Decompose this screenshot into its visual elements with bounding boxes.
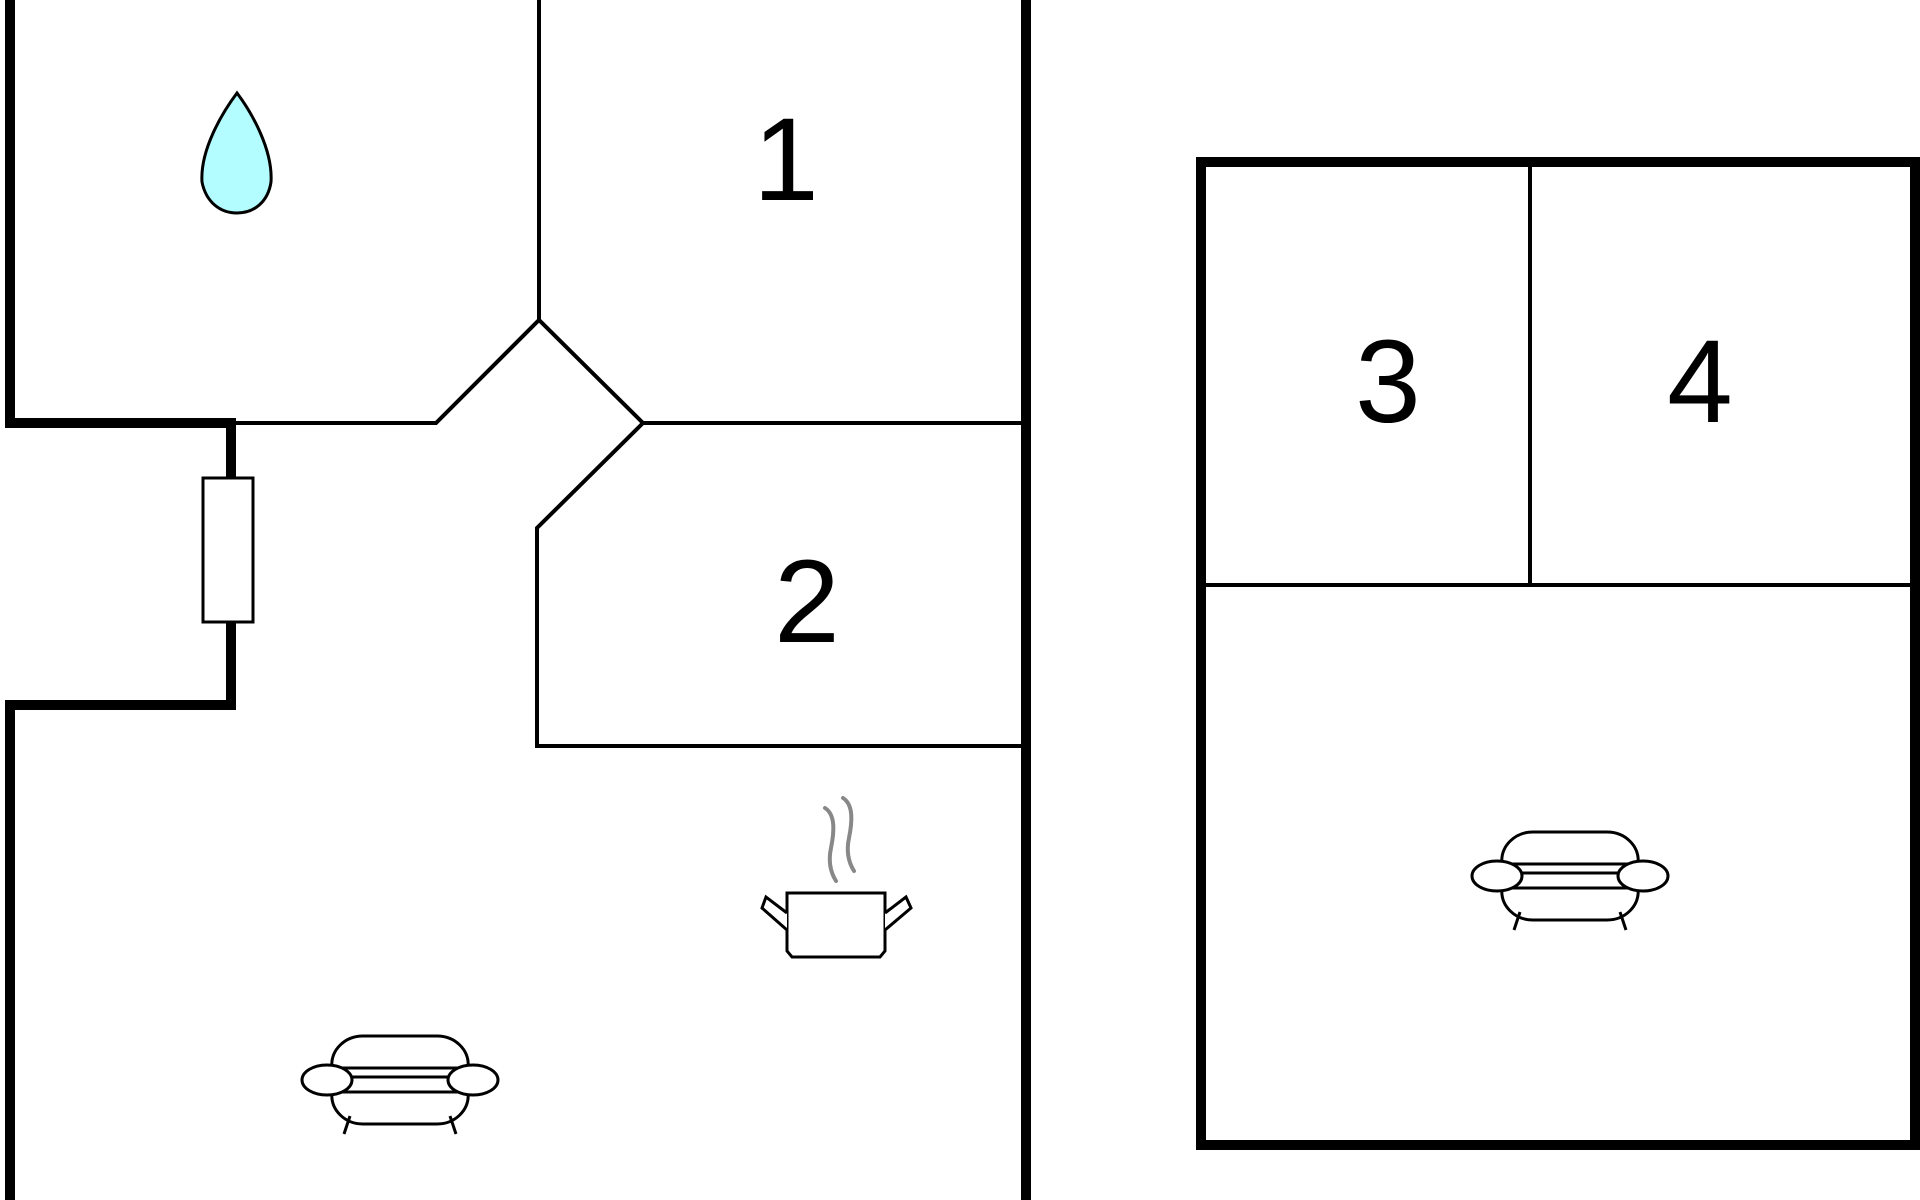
left-building bbox=[5, 0, 1031, 1200]
room-number-1: 1 bbox=[753, 94, 819, 226]
entrance-door bbox=[201, 476, 255, 624]
cooking-pot-icon bbox=[760, 796, 913, 959]
outer-wall-lower bbox=[5, 622, 236, 1200]
room-number-4: 4 bbox=[1667, 316, 1733, 448]
wall-room2 bbox=[535, 421, 1021, 748]
wall-bath-bottom bbox=[231, 317, 1021, 425]
sofa-icon bbox=[300, 1034, 500, 1135]
right-outer-wall bbox=[1196, 157, 1920, 1150]
outer-wall-upper bbox=[5, 0, 236, 478]
room-number-3: 3 bbox=[1355, 316, 1421, 448]
right-building bbox=[1196, 157, 1920, 1150]
room-number-2: 2 bbox=[774, 536, 840, 668]
water-drop-icon bbox=[200, 90, 273, 215]
sofa-icon bbox=[1470, 830, 1670, 931]
